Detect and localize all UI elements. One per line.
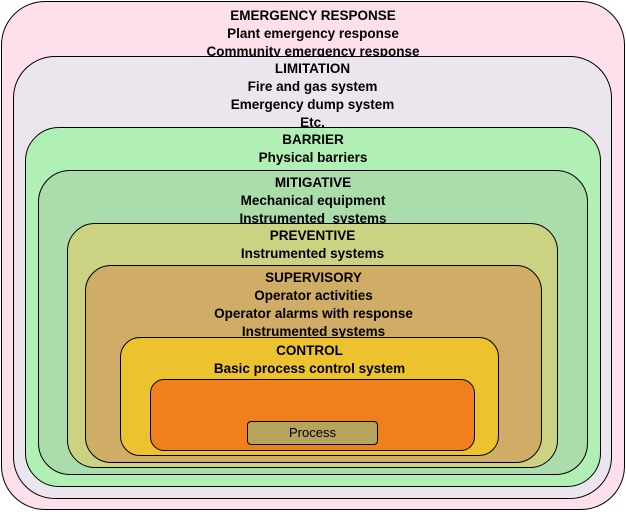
layer-item: Etc. bbox=[300, 115, 325, 130]
process-label: Process bbox=[289, 425, 336, 440]
layer-item: Basic process control system bbox=[213, 361, 406, 376]
layer-item: Community emergency response bbox=[206, 44, 420, 59]
layer-item: Instrumented systems bbox=[241, 324, 386, 339]
layer-title: PREVENTIVE bbox=[269, 228, 356, 243]
layer-item: Operator alarms with response bbox=[214, 306, 413, 321]
layer-item: Instrumented systems bbox=[240, 246, 385, 261]
process-box: Process bbox=[247, 421, 378, 445]
layer-title: MITIGATIVE bbox=[274, 175, 352, 190]
layer-item: Operator activities bbox=[254, 288, 373, 303]
layer-item: Mechanical equipment bbox=[240, 193, 386, 208]
layer-item: Physical barriers bbox=[258, 150, 368, 165]
layer-item: Instrumented systems bbox=[239, 211, 387, 226]
layer-item: Plant emergency response bbox=[227, 26, 399, 41]
layer-title: EMERGENCY RESPONSE bbox=[230, 8, 396, 23]
layer-title: CONTROL bbox=[276, 343, 343, 358]
layer-title: BARRIER bbox=[282, 132, 344, 147]
layer-item: Fire and gas system bbox=[247, 79, 378, 94]
layer-title: LIMITATION bbox=[274, 61, 351, 76]
layer-title: SUPERVISORY bbox=[265, 270, 362, 285]
layer-item: Emergency dump system bbox=[230, 97, 395, 112]
